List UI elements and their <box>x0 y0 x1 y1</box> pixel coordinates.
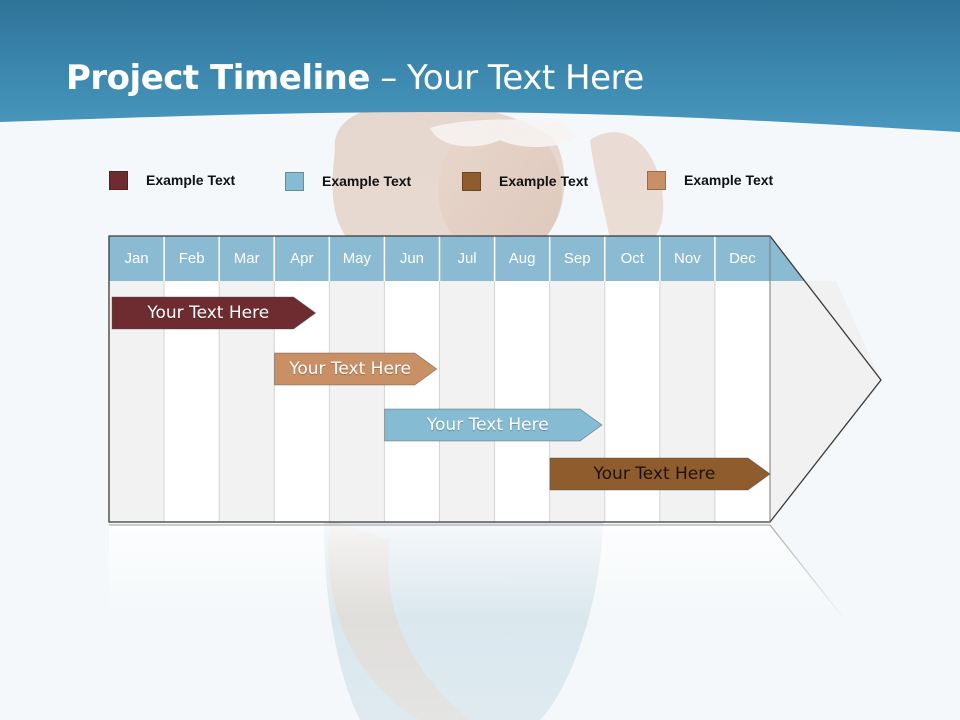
legend-swatch <box>647 170 666 190</box>
task-label: Your Text Here <box>426 415 549 435</box>
legend-label: Example Text <box>146 172 236 188</box>
month-label: May <box>342 250 372 267</box>
task-label: Your Text Here <box>147 303 270 323</box>
timeline-reflection <box>109 524 845 620</box>
month-label: Aug <box>508 250 536 267</box>
month-label: Apr <box>290 250 314 267</box>
month-label: Jan <box>124 250 149 267</box>
month-label: Jul <box>457 250 477 267</box>
legend-label: Example Text <box>322 173 412 189</box>
legend-swatch <box>462 171 481 191</box>
month-column <box>439 281 495 522</box>
arrow-tip <box>770 281 881 522</box>
month-label: Feb <box>178 250 205 267</box>
legend-swatch <box>285 171 304 191</box>
page-title: Project Timeline – Your Text Here <box>66 58 644 98</box>
month-label: Sep <box>563 250 591 267</box>
legend-swatch <box>109 170 128 190</box>
month-label: Nov <box>674 250 701 267</box>
month-column <box>494 281 550 522</box>
month-label: Mar <box>233 250 260 267</box>
task-label: Your Text Here <box>593 464 716 484</box>
month-label: Oct <box>620 250 644 267</box>
legend-item: Example Text <box>285 171 411 191</box>
legend-item: Example Text <box>109 170 235 190</box>
task-label: Your Text Here <box>289 359 412 379</box>
legend-label: Example Text <box>684 172 774 188</box>
reflection-edge <box>769 524 846 621</box>
month-label: Jun <box>399 250 425 267</box>
title-bold: Project Timeline <box>66 58 370 98</box>
task-bar[interactable] <box>384 408 603 442</box>
task-bar[interactable] <box>274 352 438 386</box>
header-banner <box>0 0 960 132</box>
legend-label: Example Text <box>499 173 589 189</box>
legend-item: Example Text <box>647 170 773 190</box>
month-column <box>329 281 385 522</box>
title-rest: – Your Text Here <box>369 58 644 98</box>
month-column <box>384 281 440 522</box>
timeline-outline <box>108 235 882 523</box>
month-label: Dec <box>729 250 756 267</box>
task-bar[interactable] <box>549 457 771 491</box>
legend-item: Example Text <box>462 171 588 191</box>
task-bar[interactable] <box>111 296 317 330</box>
